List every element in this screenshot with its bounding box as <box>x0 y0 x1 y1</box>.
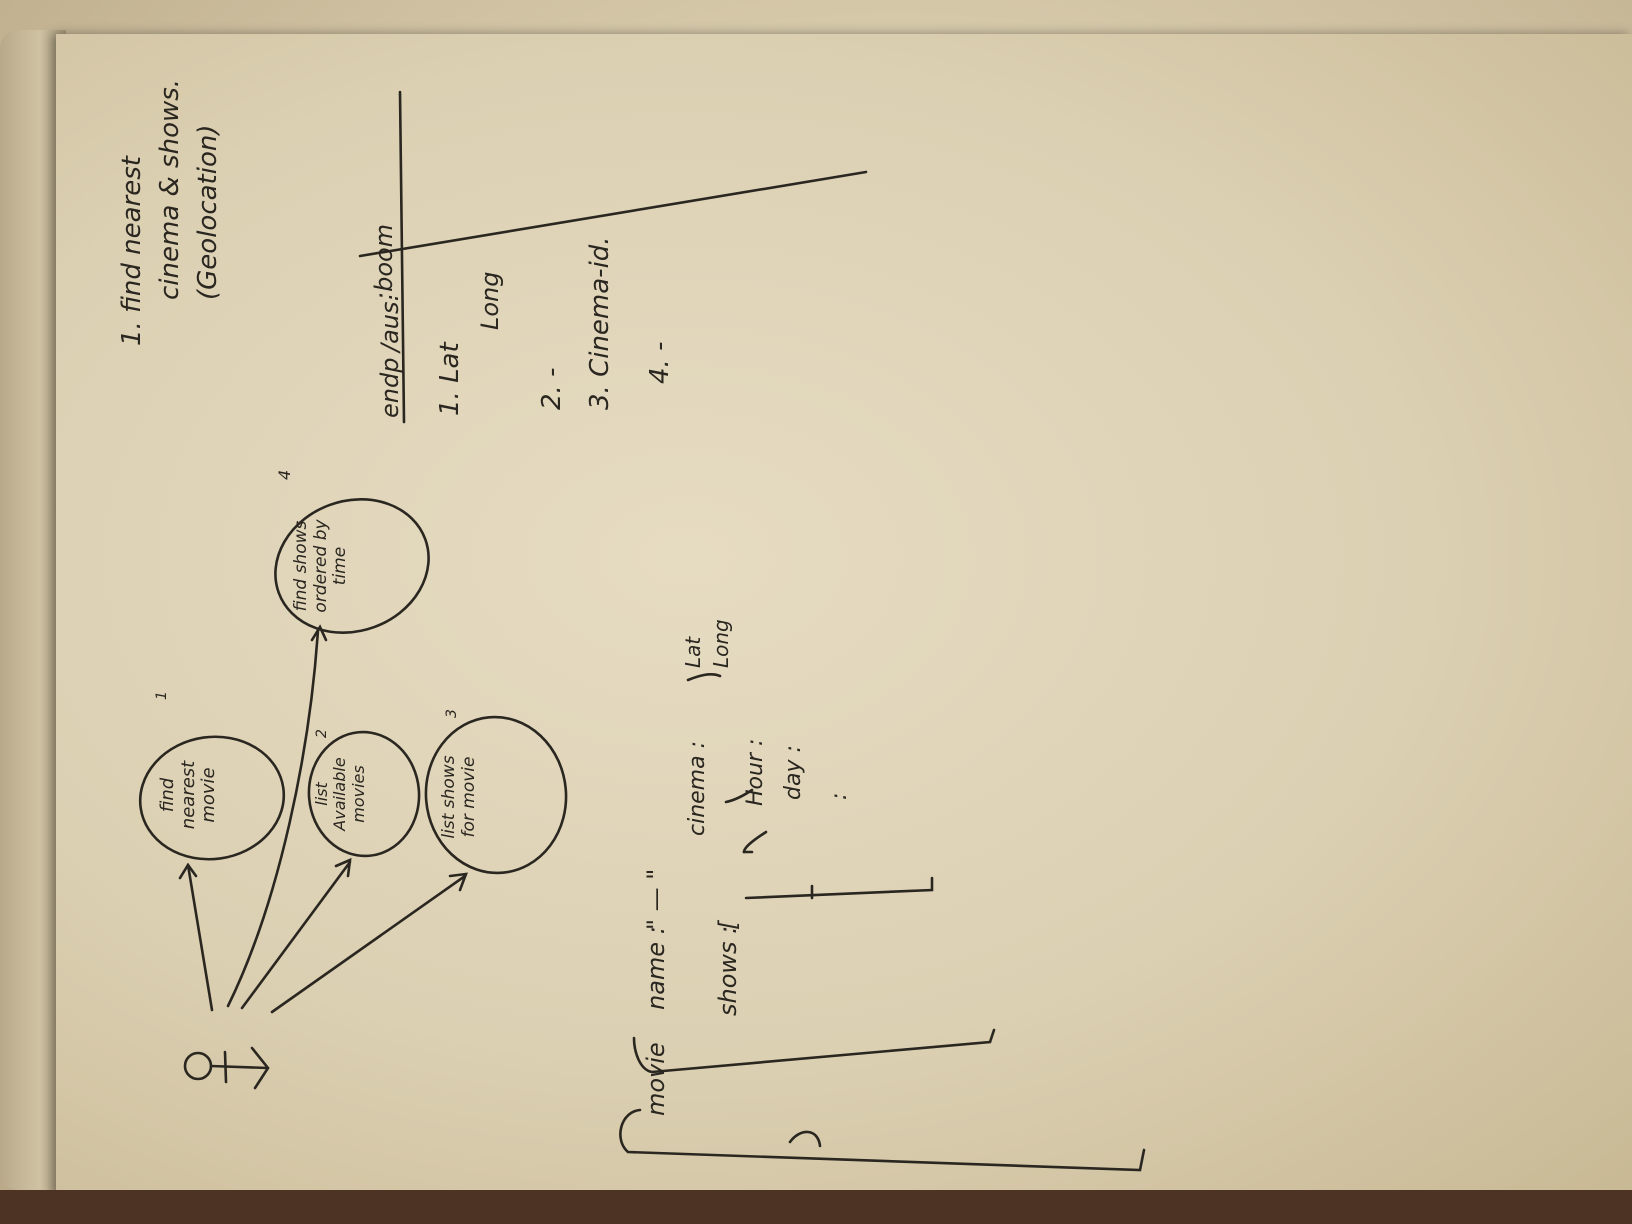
usecase-4-label: find shows ordered by time <box>292 519 350 612</box>
cinema-brace <box>742 830 768 854</box>
endpoints-header: endp <box>376 358 404 418</box>
latlong-brace <box>686 673 722 682</box>
endpoint-1: 1. Lat <box>435 342 465 416</box>
schema-shows-key: shows : <box>714 926 742 1016</box>
schema-day: day : <box>781 745 806 800</box>
schema-hour: Hour : <box>743 739 768 806</box>
usecase-2-ellipse <box>307 730 421 858</box>
note-line-2: cinema & shows. <box>155 79 185 300</box>
schema-dots: : <box>827 793 852 800</box>
table-edge <box>0 1190 1632 1224</box>
shows-bracket <box>744 876 934 900</box>
usecase-3-number: 3 <box>444 709 460 718</box>
notebook-page <box>56 34 1632 1196</box>
arrow-4 <box>226 628 320 1008</box>
arrow-1 <box>186 863 214 1012</box>
usecase-4-number: 4 <box>275 470 294 480</box>
schema-root: movie <box>642 1042 670 1116</box>
schema-long: Long <box>709 619 733 668</box>
endpoint-1-long: Long <box>476 272 504 331</box>
notebook-binding <box>0 30 66 1190</box>
schema-name-value: " — " <box>642 869 670 930</box>
usecase-4-ellipse <box>274 498 430 634</box>
endpoint-4: 4. - <box>645 342 675 384</box>
endpoints-boom: :boom <box>370 224 398 300</box>
movie-bracket <box>632 1028 996 1074</box>
note-line-3: (Geolocation) <box>193 125 223 301</box>
hour-brace <box>724 788 754 804</box>
usecase-2-number: 2 <box>314 729 330 738</box>
schema-name-key: name : <box>642 926 670 1010</box>
actor-leg <box>250 1046 270 1070</box>
arrow-2 <box>240 860 352 1010</box>
actor-arms <box>223 1050 228 1084</box>
endpoint-2: 2. - <box>537 368 567 410</box>
schema-lat: Lat <box>681 636 705 668</box>
table-vertical-line <box>398 90 406 424</box>
table-horizontal-line <box>358 170 868 258</box>
usecase-3-label: list shows for movie <box>440 755 479 838</box>
actor-body <box>209 1064 270 1070</box>
endpoints-header-2: /aus. <box>376 294 404 354</box>
usecase-1-label: find nearest movie <box>158 761 219 829</box>
arrow-3 <box>270 874 467 1014</box>
actor-head <box>183 1051 213 1081</box>
endpoint-3: 3. Cinema-id. <box>585 236 615 410</box>
schema-shows-value: [ <box>714 919 742 930</box>
actor-leg <box>253 1066 270 1090</box>
outer-bracket <box>619 1108 1146 1172</box>
usecase-3-ellipse <box>424 715 568 875</box>
usecase-1-number: 1 <box>154 691 170 700</box>
schema-cinema-key: cinema : <box>685 741 710 836</box>
note-line-1: 1. find nearest <box>117 155 147 346</box>
usecase-1-ellipse <box>138 735 286 861</box>
usecase-2-label: list Available movies <box>313 757 368 830</box>
